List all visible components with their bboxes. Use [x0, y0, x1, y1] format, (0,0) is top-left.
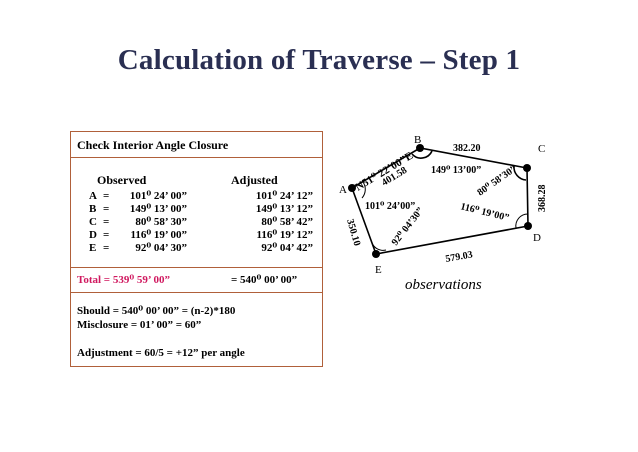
row-label: B	[89, 203, 97, 215]
total-row: Total = 539⁰ 59’ 00” = 540⁰ 00’ 00”	[71, 267, 322, 293]
angle-c-label: 80⁰ 58’30”	[475, 164, 518, 199]
row-eq: =	[103, 242, 110, 254]
angle-d-label: 116⁰ 19’00”	[459, 201, 510, 224]
row-adjusted: 116⁰ 19’ 12”	[256, 229, 313, 241]
closure-notes: Should = 540⁰ 00’ 00” = (n-2)*180 Misclo…	[77, 304, 245, 360]
row-eq: =	[103, 190, 110, 202]
row-observed: 149⁰ 13’ 00”	[129, 203, 187, 215]
col-observed: Observed	[97, 173, 147, 187]
vertex-d-point	[524, 222, 532, 230]
row-observed: 92⁰ 04’ 30”	[135, 242, 187, 254]
adjustment-line: Adjustment = 60/5 = +12” per angle	[77, 347, 245, 359]
row-observed: 80⁰ 58’ 30”	[135, 216, 187, 228]
misclosure-line: Misclosure = 01’ 00” = 60”	[77, 319, 202, 331]
row-adjusted: 92⁰ 04’ 42”	[261, 242, 313, 254]
row-eq: =	[103, 203, 110, 215]
vertex-c-point	[523, 164, 531, 172]
angle-b-label: 149⁰ 13’00”	[431, 165, 481, 176]
row-label: C	[89, 216, 97, 228]
page-title: Calculation of Traverse – Step 1	[117, 44, 521, 76]
distance-bc: 382.20	[453, 143, 481, 154]
angle-arc-e	[371, 242, 387, 251]
row-label: D	[89, 229, 97, 241]
angle-arc-b	[411, 150, 433, 159]
vertex-e-label: E	[375, 264, 382, 276]
row-adjusted: 149⁰ 13’ 12”	[255, 203, 313, 215]
total-adjusted: = 540⁰ 00’ 00”	[231, 274, 298, 286]
observations-caption: observations	[405, 277, 482, 293]
angle-a-label: 101⁰ 24’00”	[365, 201, 415, 212]
panel-header: Check Interior Angle Closure	[71, 132, 322, 158]
angle-closure-panel: Check Interior Angle Closure Observed Ad…	[70, 131, 323, 367]
row-eq: =	[103, 216, 110, 228]
vertex-e-point	[372, 250, 380, 258]
angle-row-e: E = 92⁰ 04’ 30” 92⁰ 04’ 42”	[71, 242, 322, 255]
row-adjusted: 80⁰ 58’ 42”	[261, 216, 313, 228]
angle-row-c: C = 80⁰ 58’ 30” 80⁰ 58’ 42”	[71, 216, 322, 229]
angle-row-b: B = 149⁰ 13’ 00” 149⁰ 13’ 12”	[71, 203, 322, 216]
row-observed: 101⁰ 24’ 00”	[129, 190, 187, 202]
angle-arc-d	[515, 213, 529, 229]
vertex-b-point	[416, 144, 424, 152]
total-observed: Total = 539⁰ 59’ 00”	[77, 274, 170, 286]
row-label: A	[89, 190, 97, 202]
distance-cd: 368.28	[537, 185, 548, 213]
vertex-a-point	[348, 184, 356, 192]
angle-rows: A = 101⁰ 24’ 00” 101⁰ 24’ 12” B = 149⁰ 1…	[71, 190, 322, 255]
row-adjusted: 101⁰ 24’ 12”	[255, 190, 313, 202]
angle-arc-a	[361, 181, 366, 199]
should-line: Should = 540⁰ 00’ 00” = (n-2)*180	[77, 305, 236, 317]
row-observed: 116⁰ 19’ 00”	[130, 229, 187, 241]
angle-row-a: A = 101⁰ 24’ 00” 101⁰ 24’ 12”	[71, 190, 322, 203]
vertex-c-label: C	[538, 143, 545, 155]
vertex-a-label: A	[339, 184, 347, 196]
row-eq: =	[103, 229, 110, 241]
row-label: E	[89, 242, 97, 254]
col-adjusted: Adjusted	[231, 173, 278, 187]
angle-row-d: D = 116⁰ 19’ 00” 116⁰ 19’ 12”	[71, 229, 322, 242]
distance-ea: 350.10	[344, 218, 362, 247]
vertex-b-label: B	[414, 134, 421, 146]
angle-arc-c	[513, 165, 527, 181]
distance-de: 579.03	[445, 249, 474, 265]
vertex-d-label: D	[533, 232, 541, 244]
